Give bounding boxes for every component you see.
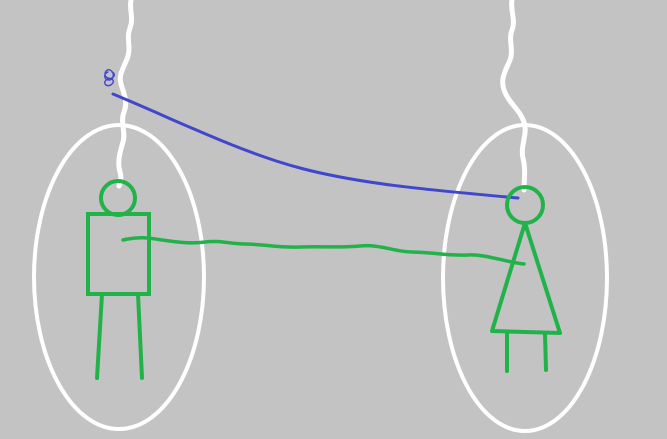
knot-icon [103,69,115,87]
right-thread-line [500,0,528,193]
green-connection-line [121,235,526,266]
man-figure [86,179,151,380]
man-body [86,212,151,296]
man-left-leg [95,292,104,380]
woman-right-leg [543,332,548,372]
right-oval [441,123,609,433]
woman-figure [490,185,562,373]
woman-dress [490,221,562,335]
man-right-leg [136,292,144,380]
knot-scribble [103,69,115,87]
left-oval [32,123,206,431]
right-thread [500,0,528,193]
blue-connection-line [111,92,520,200]
